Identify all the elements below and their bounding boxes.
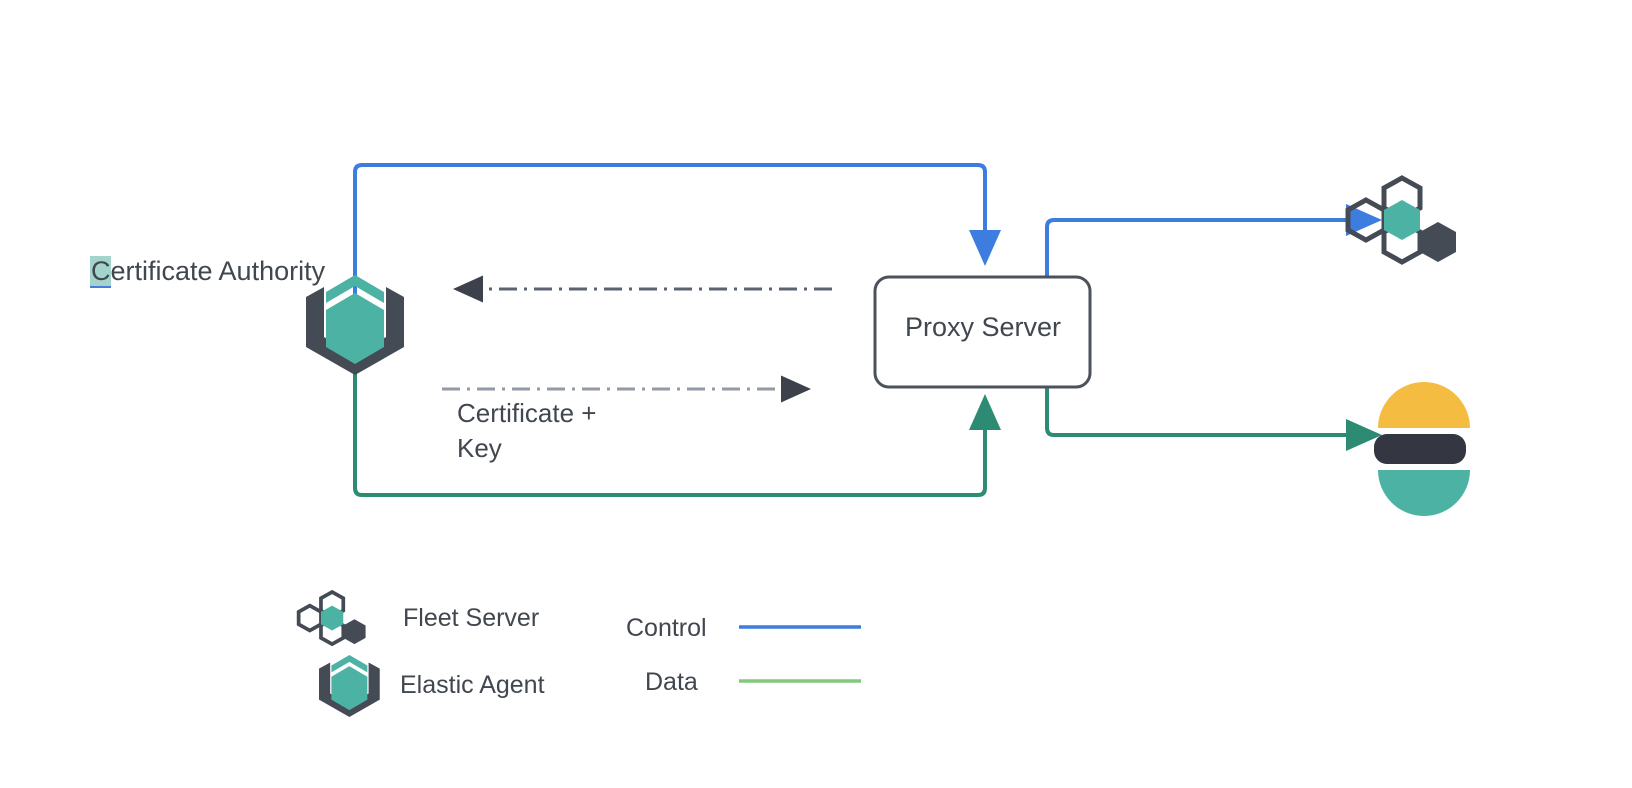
certificate-key-line-2: Key (457, 433, 502, 463)
edge-control-proxy-to-fleet (1045, 204, 1382, 280)
certificate-key-label: Certificate + Key (457, 396, 657, 466)
legend-fleet-server-icon (296, 589, 366, 647)
proxy-server-label: Proxy Server (904, 312, 1062, 342)
edge-data-ca-to-proxy (353, 370, 1001, 497)
certificate-key-line-1: Certificate + (457, 398, 597, 428)
node-proxy-server[interactable] (873, 275, 1092, 389)
certificate-authority-label-rest: ertificate Authority (110, 256, 326, 286)
legend-item-elastic-agent-label: Elastic Agent (400, 671, 545, 699)
certificate-authority-label: Certificate Authority (90, 254, 325, 288)
legend-elastic-agent-icon (319, 655, 380, 717)
elastic-agent-icon (306, 275, 404, 375)
edge-data-proxy-to-elasticsearch (1045, 380, 1382, 451)
legend-item-fleet-server-label: Fleet Server (403, 604, 540, 632)
elasticsearch-icon (1374, 382, 1470, 516)
legend-line-data-label: Data (645, 668, 698, 696)
edge-control-ca-to-proxy (353, 163, 1001, 300)
legend-line-control-label: Control (626, 614, 707, 642)
fleet-server-icon (1345, 175, 1456, 265)
selection-highlight: C (90, 256, 111, 288)
